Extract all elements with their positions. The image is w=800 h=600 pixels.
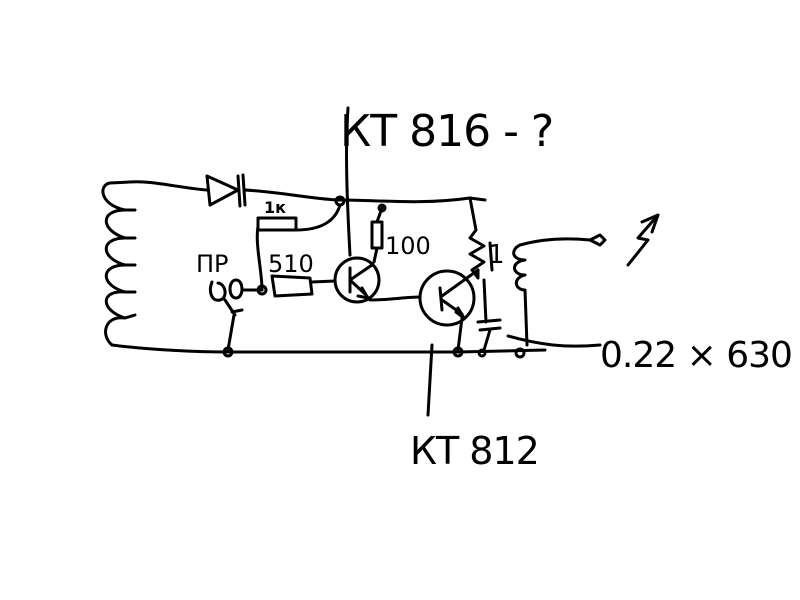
resistor-1: [468, 196, 494, 280]
resistor-1k: [256, 216, 298, 232]
junction-dot: [222, 346, 234, 358]
wire: [372, 206, 384, 264]
top-wire: [128, 180, 487, 204]
wire: [438, 268, 480, 352]
diode: [205, 173, 247, 208]
junction-dot: [452, 346, 464, 358]
label-kt816: КТ 816 - ?: [340, 106, 554, 157]
junction-dot: [514, 347, 526, 359]
transistor-kt816: [333, 256, 381, 304]
wire: [255, 203, 342, 292]
spark-gap-terminal: [588, 233, 607, 247]
resistor-510: [270, 274, 337, 298]
right-inductor-coil: [512, 237, 592, 347]
label-capacitor: 0.22 × 630: [600, 335, 793, 376]
spark-arrow-icon: [626, 213, 660, 267]
wire: [348, 263, 422, 302]
junction-dot: [477, 348, 487, 358]
leader-capacitor: [506, 334, 602, 348]
bottom-wire: [110, 343, 547, 354]
label-resistor-1k: 1к: [264, 198, 286, 217]
label-resistor-510: 510: [268, 250, 314, 278]
label-resistor-1: 1: [488, 240, 505, 270]
label-fuse: ПР: [196, 250, 229, 278]
transistor-kt812: [418, 269, 476, 327]
resistor-100: [370, 220, 384, 250]
capacitor: [476, 278, 502, 352]
leader-kt816: [345, 106, 352, 257]
label-kt812: КТ 812: [410, 429, 540, 473]
leader-kt812: [426, 343, 434, 417]
junction-dot: [256, 284, 268, 296]
label-resistor-100: 100: [385, 232, 431, 260]
left-inductor-coil: [101, 180, 137, 347]
fuse: [208, 278, 264, 352]
